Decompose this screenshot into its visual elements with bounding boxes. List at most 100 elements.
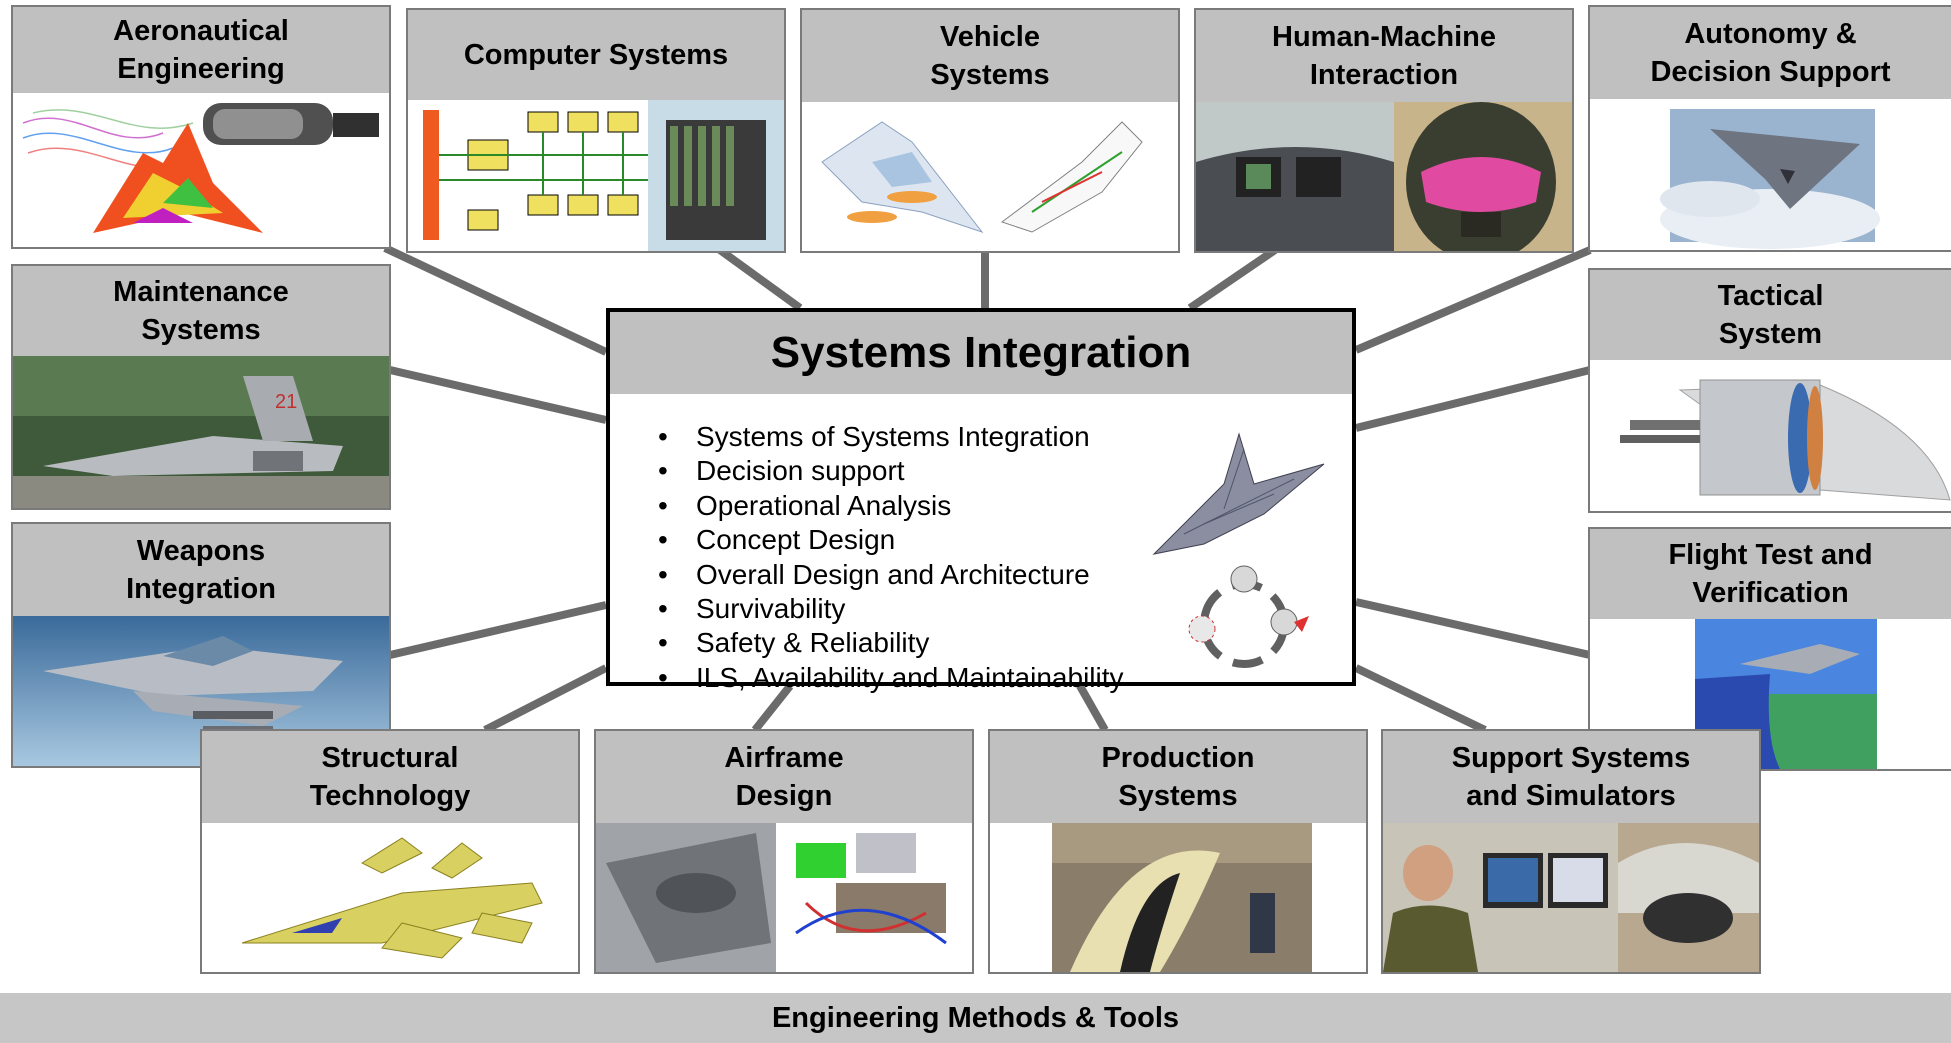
box-header: Production Systems	[990, 731, 1366, 823]
systems-integration-hub: Systems Integration •Systems of Systems …	[606, 308, 1356, 693]
box-human-machine-interaction: Human-Machine Interaction	[1194, 8, 1574, 253]
box-title-line1: Structural	[321, 742, 459, 774]
hub-bullet-item: • ILS, Availability and Maintainability	[658, 661, 1124, 695]
box-title-line1: Aeronautical	[113, 15, 289, 47]
bullet-glyph: •	[658, 489, 668, 521]
bullet-glyph: •	[658, 627, 668, 659]
footer-bar: Engineering Methods & Tools	[0, 993, 1951, 1043]
box-title-line1: Airframe	[724, 742, 844, 774]
box-title-line1: Tactical	[1717, 280, 1824, 312]
box-header: Structural Technology	[202, 731, 578, 823]
box-header: Human-Machine Interaction	[1196, 10, 1572, 102]
box-flight-test-verification: Flight Test and Verification	[1588, 527, 1951, 771]
bullet-glyph: •	[658, 661, 668, 693]
uav-over-clouds-image	[1590, 99, 1951, 250]
hub-bullet-item: • Survivability	[658, 592, 1124, 626]
bullet-text: Concept Design	[696, 524, 896, 556]
connector-production	[1076, 684, 1109, 732]
connector-structural	[483, 664, 608, 734]
radar-nose-cone-image	[1590, 360, 1951, 511]
hub-illustration	[1144, 424, 1334, 674]
box-title-line2: Systems	[141, 314, 261, 346]
hub-bullet-list: • Systems of Systems Integration • Decisio…	[658, 420, 1124, 695]
box-header: Computer Systems	[408, 10, 784, 100]
bullet-glyph: •	[658, 558, 668, 590]
connector-airframe	[751, 683, 794, 733]
box-title-line2: Engineering	[117, 53, 285, 85]
box-title-line2: Decision Support	[1650, 56, 1891, 88]
box-computer-systems: Computer Systems	[406, 8, 786, 253]
box-title-line1: Computer Systems	[463, 39, 729, 71]
development-cycle-icon	[1188, 565, 1309, 668]
connector-computer	[717, 246, 803, 312]
box-title-line2: Verification	[1692, 577, 1849, 609]
connector-aeronautical	[383, 244, 608, 356]
box-structural-technology: Structural Technology	[200, 729, 580, 974]
box-vehicle-systems: Vehicle Systems	[800, 8, 1180, 253]
box-title-line2: Integration	[126, 573, 276, 605]
hub-bullet-item: • Safety & Reliability	[658, 626, 1124, 660]
box-production-systems: Production Systems	[988, 729, 1368, 974]
box-title-line2: System	[1718, 318, 1823, 350]
box-header: Weapons Integration	[13, 524, 389, 616]
box-aeronautical-engineering: Aeronautical Engineering	[11, 5, 391, 249]
hub-bullet-item: • Operational Analysis	[658, 489, 1124, 523]
box-title-line1: Human-Machine	[1272, 21, 1496, 53]
bullet-text: Overall Design and Architecture	[696, 558, 1090, 590]
cfd-aircraft-image	[13, 93, 389, 247]
connector-support	[1354, 664, 1487, 734]
connector-tactical	[1355, 366, 1591, 432]
box-tactical-system: Tactical System	[1588, 268, 1951, 513]
production-line-image	[990, 823, 1366, 972]
box-title-line2: Systems	[1118, 780, 1238, 812]
vehicle-systems-image	[802, 102, 1178, 251]
box-title-line1: Flight Test and	[1668, 539, 1873, 571]
bullet-glyph: •	[658, 593, 668, 625]
bullet-glyph: •	[658, 455, 668, 487]
box-maintenance-systems: Maintenance Systems 21	[11, 264, 391, 510]
hub-bullet-item: • Systems of Systems Integration	[658, 420, 1124, 454]
connector-maintenance	[389, 366, 607, 424]
svg-text:21: 21	[275, 391, 297, 413]
box-title-line1: Weapons	[136, 535, 266, 567]
box-title-line2: Systems	[930, 59, 1050, 91]
box-title-line2: and Simulators	[1466, 780, 1676, 812]
box-header: Autonomy & Decision Support	[1590, 7, 1951, 99]
box-title-line1: Autonomy &	[1684, 18, 1857, 50]
box-header: Tactical System	[1590, 270, 1951, 360]
footer-label: Engineering Methods & Tools	[771, 1001, 1180, 1034]
box-title-line2: Design	[735, 780, 833, 812]
simulator-operators-image	[1383, 823, 1759, 972]
connector-flight	[1355, 598, 1591, 659]
bullet-text: Decision support	[696, 455, 905, 487]
bullet-text: ILS, Availability and Maintainability	[696, 661, 1124, 693]
box-header: Vehicle Systems	[802, 10, 1178, 102]
bullet-glyph: •	[658, 524, 668, 556]
bullet-text: Safety & Reliability	[696, 627, 930, 659]
bullet-text: Systems of Systems Integration	[696, 421, 1090, 452]
box-title-line2: Technology	[309, 780, 471, 812]
box-header: Flight Test and Verification	[1590, 529, 1951, 619]
bullet-text: Operational Analysis	[696, 489, 952, 521]
box-header: Support Systems and Simulators	[1383, 731, 1759, 823]
bullet-glyph: •	[658, 421, 668, 452]
box-title-line2: Interaction	[1309, 59, 1459, 91]
box-support-systems-simulators: Support Systems and Simulators	[1381, 729, 1761, 974]
computer-architecture-image	[408, 100, 784, 251]
box-header: Aeronautical Engineering	[13, 7, 389, 93]
airframe-cad-image	[596, 823, 972, 972]
connector-weapons	[389, 601, 607, 659]
box-title-line1: Production	[1101, 742, 1255, 774]
maintenance-aircraft-image: 21	[13, 356, 389, 508]
hub-bullet-item: • Concept Design	[658, 523, 1124, 557]
box-title-line1: Vehicle	[940, 21, 1040, 53]
box-title-line1: Maintenance	[113, 276, 289, 308]
cockpit-pilot-image	[1196, 102, 1572, 251]
structural-exploded-aircraft-image	[202, 823, 578, 972]
hub-bullet-item: • Decision support	[658, 454, 1124, 488]
bullet-text: Survivability	[696, 593, 846, 625]
box-airframe-design: Airframe Design	[594, 729, 974, 974]
box-header: Maintenance Systems	[13, 266, 389, 356]
connector-autonomy	[1354, 246, 1592, 354]
